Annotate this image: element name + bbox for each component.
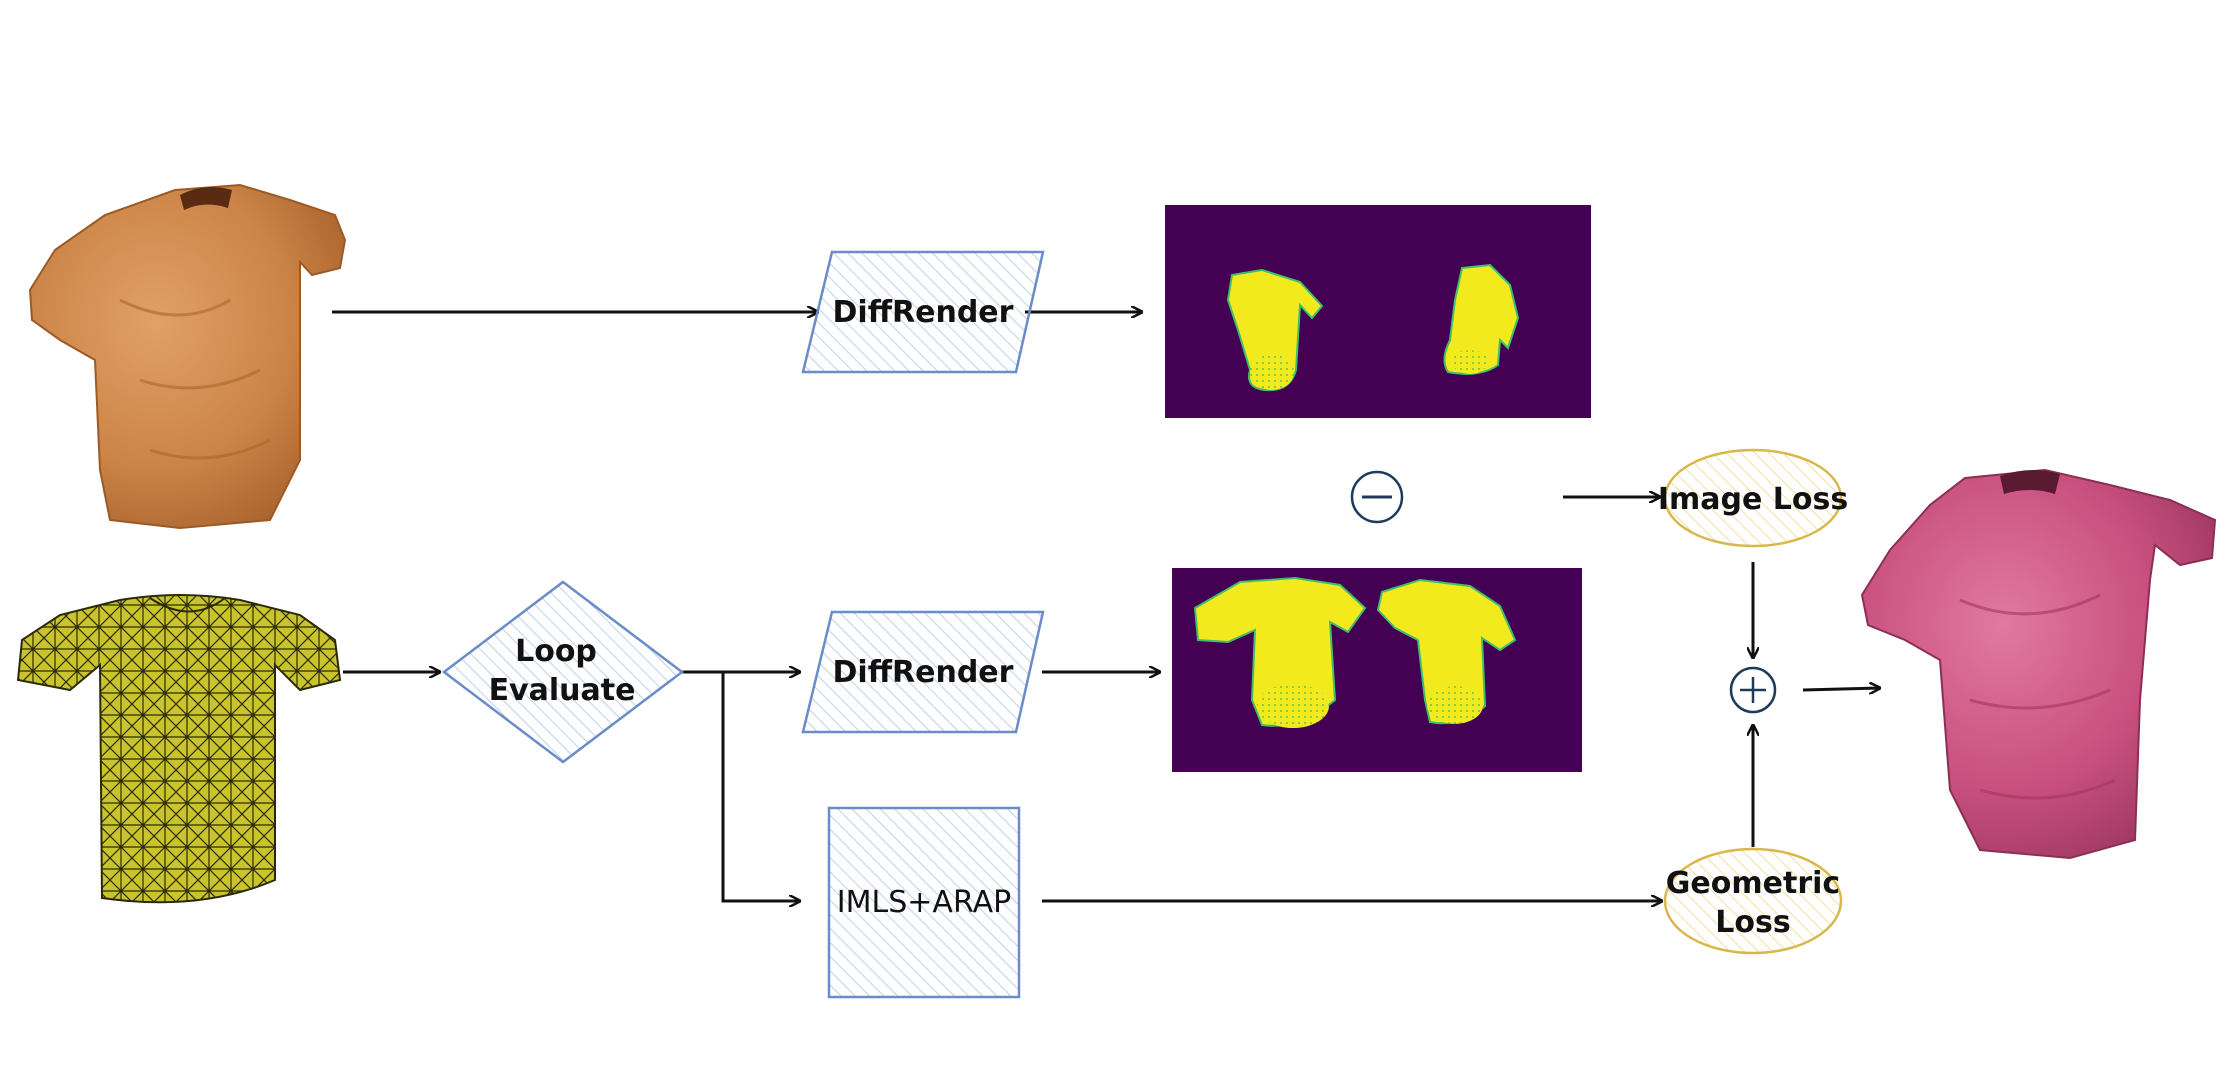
- connectors: [332, 312, 1880, 901]
- geometric-loss-label-line2: Loss: [1715, 905, 1790, 940]
- imls-arap-node: IMLS+ARAP: [827, 806, 1021, 999]
- plus-circle-icon: [1729, 666, 1777, 714]
- image-loss-label: Image Loss: [1658, 482, 1848, 517]
- render-image-target: [1165, 205, 1591, 418]
- minus-circle-icon: [1350, 470, 1404, 524]
- loop-evaluate-node: Loop Evaluate: [441, 580, 685, 764]
- arrow-loop-to-imls: [721, 672, 800, 901]
- diffrender-top-node: DiffRender: [801, 250, 1045, 374]
- result-shirt-image: [1860, 468, 2217, 860]
- loop-evaluate-label-line2: Evaluate: [489, 673, 636, 708]
- diffrender-bottom-node: DiffRender: [801, 610, 1045, 734]
- target-shirt-image: [28, 183, 347, 530]
- diffrender-top-label: DiffRender: [833, 295, 1014, 330]
- loop-evaluate-label-line1: Loop: [515, 634, 597, 669]
- arrow-plus-to-result: [1802, 688, 1880, 690]
- geometric-loss-node: Geometric Loss: [1663, 847, 1843, 955]
- imls-arap-label: IMLS+ARAP: [837, 885, 1011, 920]
- geometric-loss-label-line1: Geometric: [1666, 866, 1840, 901]
- diffrender-bottom-label: DiffRender: [833, 655, 1014, 690]
- render-image-current: [1172, 568, 1582, 772]
- template-mesh-image: [16, 594, 342, 904]
- image-loss-node: Image Loss: [1658, 448, 1848, 548]
